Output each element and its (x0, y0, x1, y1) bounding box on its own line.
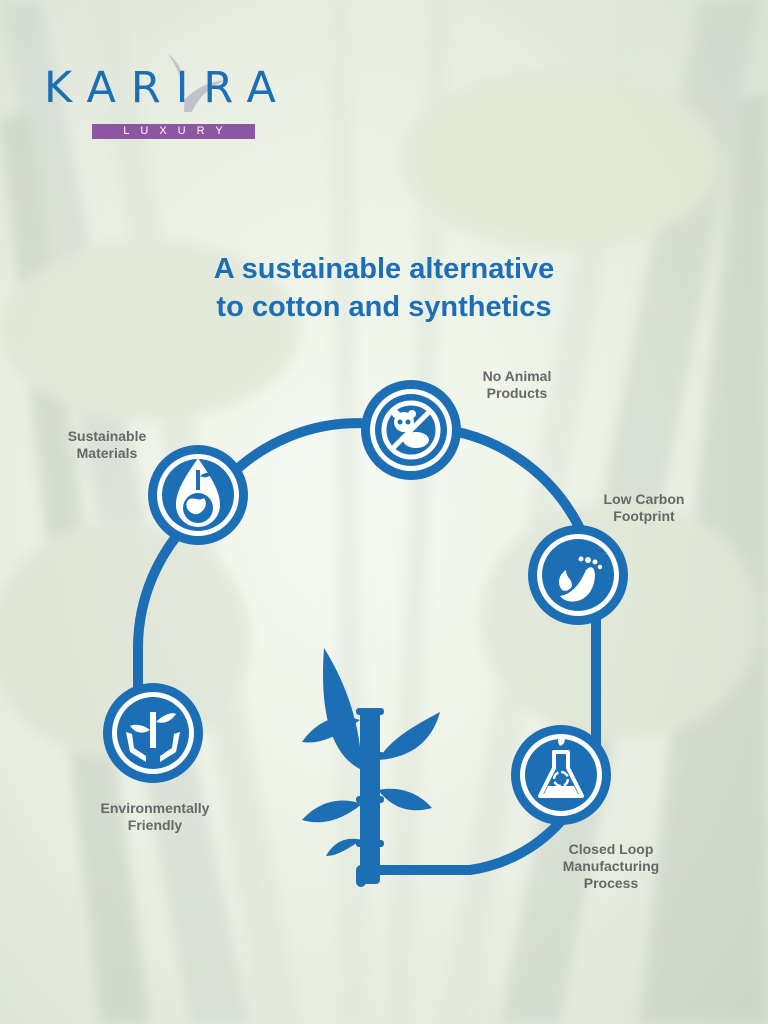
flask-recycle-icon (538, 736, 584, 798)
label-sustainable-materials: Sustainable Materials (67, 428, 147, 461)
label-no-animal-products: No Animal Products (482, 368, 552, 401)
brand-tagline-bar (92, 124, 255, 139)
label-low-carbon-footprint: Low Carbon Footprint (603, 491, 685, 524)
label-environmentally-friendly: Environmentally Friendly (100, 800, 210, 833)
feature-node-low-carbon-footprint (528, 525, 628, 625)
logo-swoosh-mark (168, 54, 226, 112)
brand-tagline: LUXURY (123, 125, 234, 137)
brand-logo-wordmark: KARIRA (44, 63, 291, 113)
feature-node-closed-loop-manufacturing (511, 725, 611, 825)
no-panda-icon (381, 400, 441, 460)
globe-water-drop-icon (176, 458, 220, 527)
label-closed-loop-manufacturing: Closed Loop Manufacturing Process (562, 841, 660, 891)
bamboo-stalk-icon (302, 648, 440, 884)
hands-bamboo-icon (126, 712, 180, 762)
feature-node-environmentally-friendly (103, 683, 203, 783)
headline-line-2: to cotton and synthetics (216, 291, 552, 323)
feature-node-sustainable-materials (148, 445, 248, 545)
footprint-flame-icon (559, 556, 603, 602)
feature-node-no-animal-products (361, 380, 461, 480)
headline-line-1: A sustainable alternative (213, 253, 555, 285)
page-headline: A sustainable alternative to cotton and … (134, 250, 634, 326)
